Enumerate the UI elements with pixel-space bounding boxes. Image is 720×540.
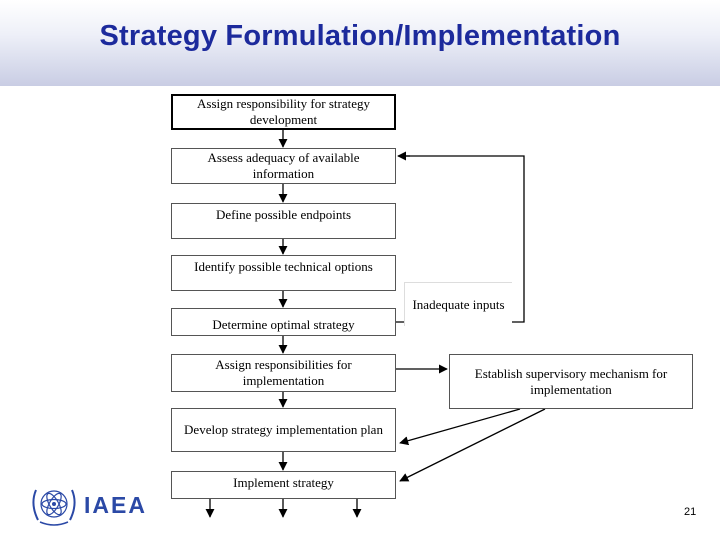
step-label: Determine optimal strategy [212,317,355,332]
step-develop-plan: Develop strategy implementation plan [171,408,396,452]
iaea-logo-icon [32,489,76,526]
step-assign-implementation: Assign responsibilities for implementati… [171,354,396,392]
step-label: Assign responsibility for strategy devel… [197,96,370,127]
step-label: Develop strategy implementation plan [184,422,383,437]
step-label: Assess adequacy of available information [207,150,360,181]
page-number: 21 [684,506,697,518]
step-implement-strategy: Implement strategy [171,471,396,499]
step-assign-responsibility: Assign responsibility for strategy devel… [171,94,396,130]
step-identify-options: Identify possible technical options [171,255,396,291]
step-label: Identify possible technical options [194,259,373,274]
step-label: Establish supervisory mechanism for impl… [474,365,668,397]
page-title: Strategy Formulation/Implementation [99,20,621,52]
step-define-endpoints: Define possible endpoints [171,203,396,239]
step-label: Define possible endpoints [215,207,352,222]
header-band [0,0,720,86]
step-label: Implement strategy [233,475,334,490]
iaea-logo-text: IAEA [84,492,147,518]
arrow-supervisory-to-plan-2 [399,408,546,482]
step-label: Assign responsibilities for implementati… [215,357,352,388]
arrow-supervisory-to-plan-1 [399,408,521,446]
step-assess-information: Assess adequacy of available information [171,148,396,184]
step-determine-strategy: Determine optimal strategy [171,308,396,336]
feedback-label-inadequate-inputs: Inadequate inputs [404,282,512,326]
step-supervisory-mechanism: Establish supervisory mechanism for impl… [449,354,693,409]
